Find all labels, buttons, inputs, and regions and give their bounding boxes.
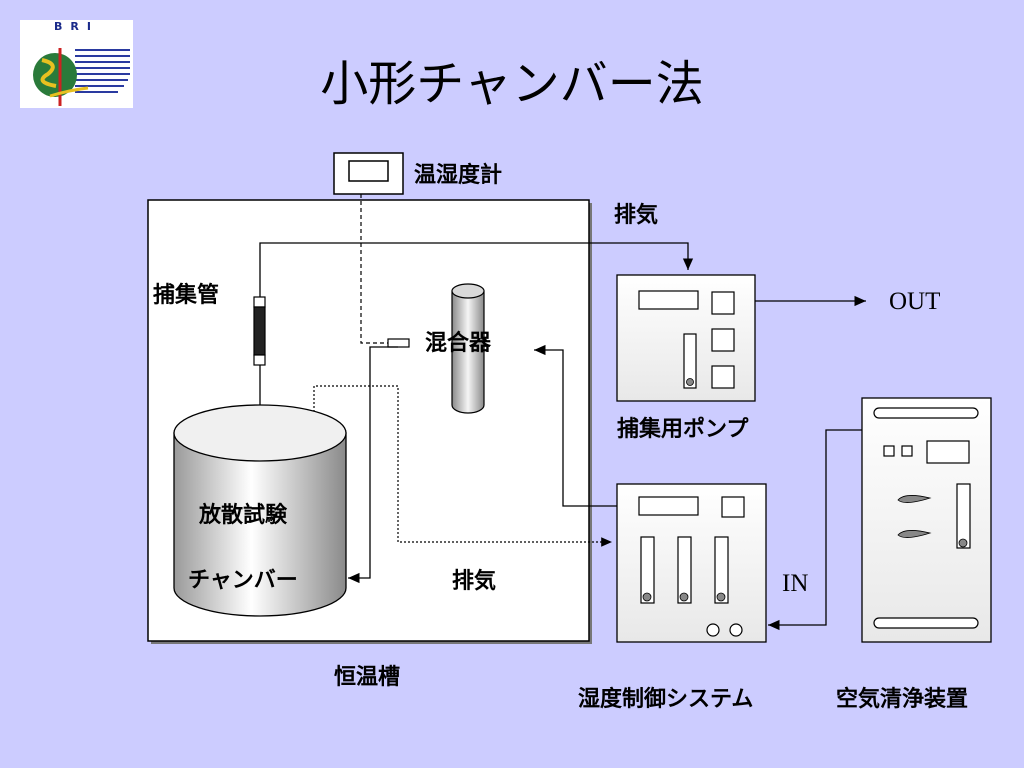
bri-logo: BRI xyxy=(20,20,133,108)
collection-pump xyxy=(616,274,756,402)
sample-line xyxy=(259,242,694,297)
in-line xyxy=(768,429,862,631)
humidity-to-mixer-line xyxy=(534,344,617,507)
exhaust-inner-label: 排気 xyxy=(452,568,496,594)
out-label: OUT xyxy=(889,288,940,315)
sensor-line xyxy=(360,194,388,344)
in-label: IN xyxy=(782,570,808,597)
hygrometer-label: 温湿度計 xyxy=(414,162,502,188)
mixer-to-chamber-line xyxy=(348,346,398,584)
air-purifier xyxy=(861,397,992,643)
logo-letters: BRI xyxy=(54,20,99,33)
air-purifier-label: 空気清浄装置 xyxy=(836,686,968,712)
pump-label: 捕集用ポンプ xyxy=(617,416,749,442)
logo-emblem xyxy=(33,48,130,106)
chamber-label-line2: チャンバー xyxy=(188,568,298,593)
hygrometer xyxy=(333,152,404,195)
humidity-control-system xyxy=(616,483,767,643)
slide-title: 小形チャンバー法 xyxy=(320,56,704,112)
mixer-label: 混合器 xyxy=(425,330,492,356)
thermostat-bath-label: 恒温槽 xyxy=(334,664,400,690)
collection-tube-label: 捕集管 xyxy=(153,282,219,308)
sensor-probe xyxy=(387,338,410,348)
exhaust-top-label: 排気 xyxy=(614,202,658,228)
exhaust-dotted-line xyxy=(313,385,612,547)
humidity-control-label: 湿度制御システム xyxy=(578,686,753,712)
emission-test-chamber xyxy=(173,404,347,617)
mixer xyxy=(451,283,485,414)
chamber-label-line1: 放散試験 xyxy=(198,502,288,528)
